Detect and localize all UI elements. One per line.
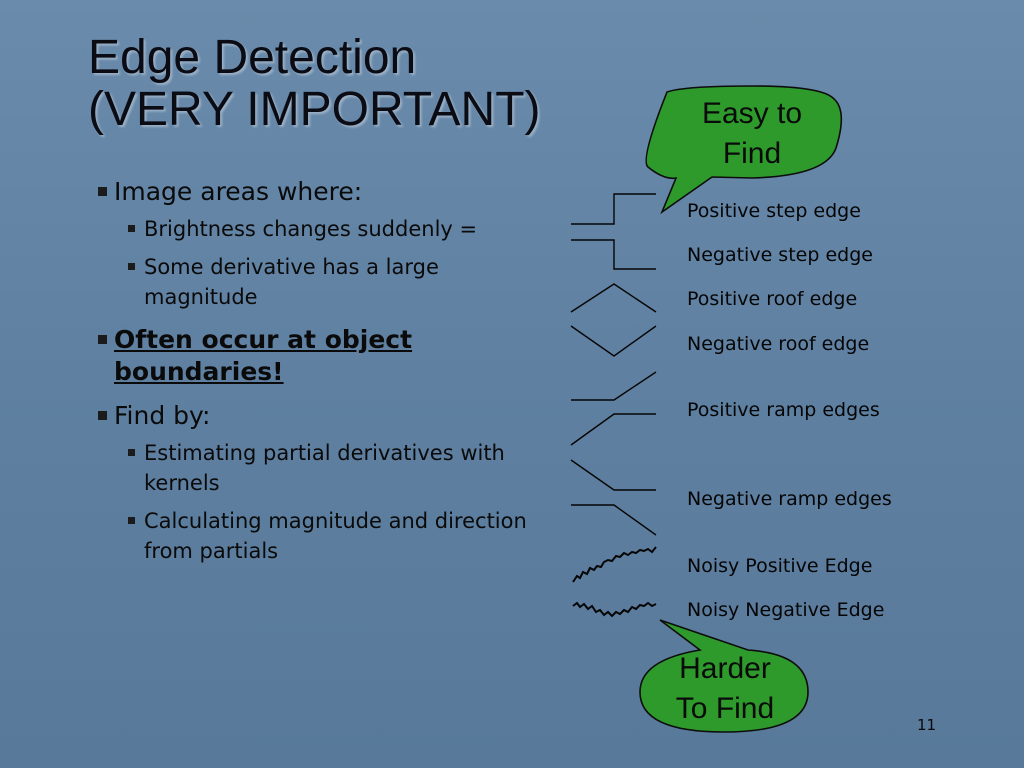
sub-bullet-estimating: Estimating partial derivatives with kern…: [96, 438, 556, 498]
sub-bullet-brightness: Brightness changes suddenly =: [96, 214, 556, 244]
edge-label-positive-step: Positive step edge: [687, 200, 861, 222]
bullet-find-by: Find by:: [96, 400, 556, 432]
negative-step-edge-diagram: [571, 239, 656, 270]
slide-title: Edge Detection (VERY IMPORTANT): [88, 32, 541, 136]
slide-title-line-2: (VERY IMPORTANT): [88, 83, 541, 136]
hard-callout-line-2: To Find: [675, 692, 775, 725]
easy-callout-text: Easy to Find: [670, 94, 834, 174]
noisy-negative-edge-diagram: [572, 601, 657, 618]
positive-ramp-edge-diagram-2: [570, 413, 656, 446]
slide-number: 11: [917, 716, 937, 734]
easy-callout-line-1: Easy to: [701, 97, 803, 130]
positive-roof-edge-diagram: [570, 283, 657, 313]
hard-callout-text: Harder To Find: [644, 649, 806, 729]
bullet-list: Image areas where: Brightness changes su…: [96, 176, 556, 574]
noisy-positive-edge-diagram: [572, 546, 657, 583]
positive-ramp-edge-diagram-1: [571, 371, 657, 401]
negative-ramp-edge-diagram-1: [570, 459, 656, 491]
edge-label-positive-roof: Positive roof edge: [687, 288, 858, 310]
bullet-image-areas: Image areas where:: [96, 176, 556, 208]
edge-label-positive-ramp: Positive ramp edges: [687, 399, 880, 421]
hard-callout-line-1: Harder: [679, 652, 771, 685]
sub-bullet-derivative: Some derivative has a large magnitude: [96, 252, 556, 312]
positive-step-edge-diagram: [571, 193, 656, 225]
edge-label-negative-ramp: Negative ramp edges: [687, 488, 892, 510]
slide-title-line-1: Edge Detection: [88, 31, 417, 84]
edge-label-noisy-positive: Noisy Positive Edge: [687, 555, 873, 577]
sub-bullet-calculating: Calculating magnitude and direction from…: [96, 506, 556, 566]
negative-ramp-edge-diagram-2: [571, 504, 657, 536]
bullet-object-boundaries: Often occur at object boundaries!: [96, 324, 556, 388]
edge-label-noisy-negative: Noisy Negative Edge: [687, 599, 885, 621]
edge-label-negative-step: Negative step edge: [687, 244, 873, 266]
negative-roof-edge-diagram: [570, 325, 657, 357]
edge-label-negative-roof: Negative roof edge: [687, 333, 870, 355]
easy-callout-line-2: Find: [722, 137, 782, 170]
